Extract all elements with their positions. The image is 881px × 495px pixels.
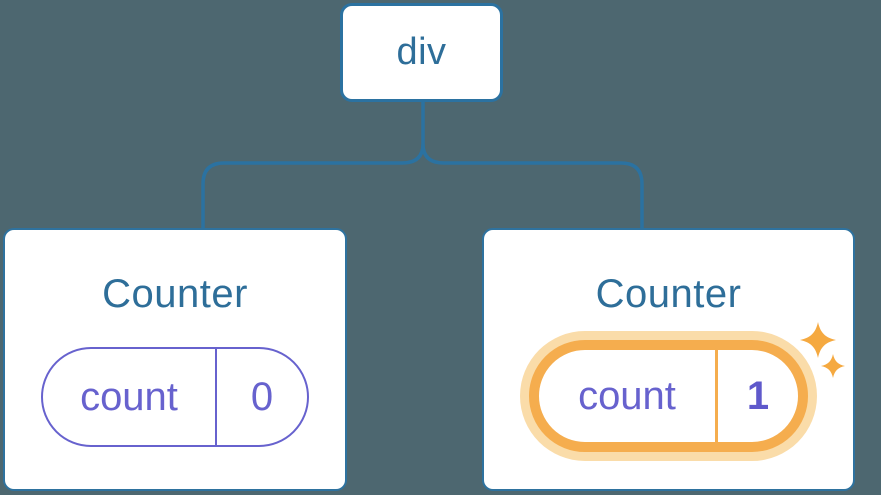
sparkle-icon xyxy=(800,322,836,358)
highlighted-state-pill-wrap: count 1 xyxy=(529,322,845,452)
counter-title: Counter xyxy=(102,272,248,316)
tree-connector xyxy=(201,101,644,229)
state-value: 0 xyxy=(250,374,274,419)
pill-divider xyxy=(215,349,217,445)
state-pill-highlighted: count 1 xyxy=(529,340,808,452)
state-name: count xyxy=(80,374,178,419)
pill-divider xyxy=(715,350,718,442)
sparkle-icon xyxy=(821,354,845,378)
connector-branch-right xyxy=(421,143,644,229)
connector-branch-left xyxy=(201,101,425,229)
counter-card-right: Counter count 1 xyxy=(482,228,855,491)
state-name: count xyxy=(578,373,676,418)
counter-card-left: Counter count 0 xyxy=(3,228,347,491)
state-value: 1 xyxy=(746,373,770,418)
root-node-div: div xyxy=(340,3,503,102)
counter-title: Counter xyxy=(595,272,742,316)
state-pill: count 0 xyxy=(41,347,309,447)
root-node-label: div xyxy=(396,31,447,73)
